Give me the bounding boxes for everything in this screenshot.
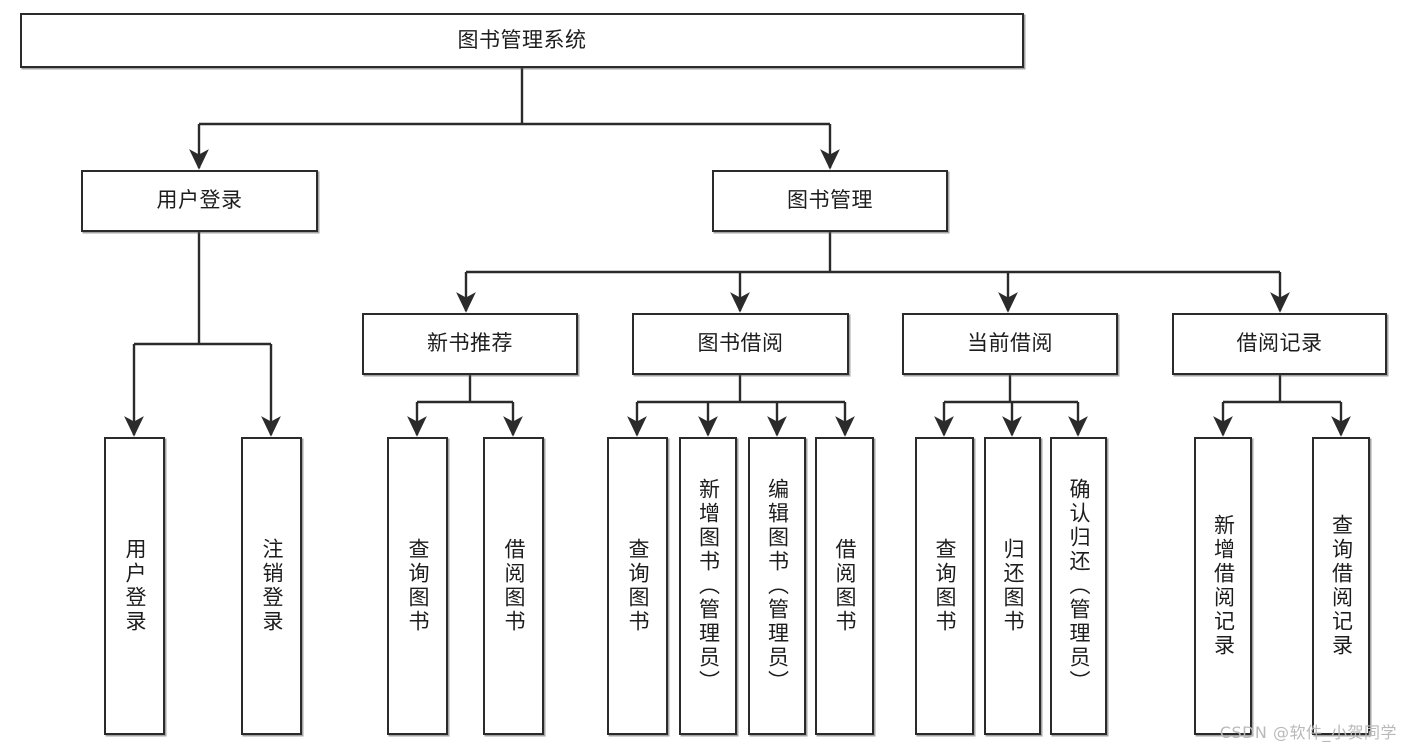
node-label: 新增借阅记录 — [1211, 514, 1236, 658]
node-label: 用户登录 — [156, 188, 243, 213]
node-label: 查询借阅记录 — [1329, 514, 1354, 658]
node-root-system[interactable]: 图书管理系统 — [20, 13, 1024, 68]
node-label: 借阅图书 — [502, 538, 526, 634]
csdn-watermark: CSDN @软件_小贺同学 — [1219, 723, 1397, 742]
node-label: 借阅图书 — [833, 538, 857, 634]
node-current-borrow[interactable]: 当前借阅 — [902, 313, 1118, 375]
node-label: 图书借阅 — [697, 331, 784, 356]
node-label: 查询图书 — [933, 538, 957, 634]
node-leaf-confirm-return-admin[interactable]: 确认归还（管理员） — [1050, 437, 1107, 735]
node-label: 新书推荐 — [427, 331, 513, 356]
node-leaf-add-borrow-record[interactable]: 新增借阅记录 — [1194, 437, 1252, 735]
node-book-manage[interactable]: 图书管理 — [712, 170, 948, 232]
node-leaf-logout-login[interactable]: 注销登录 — [241, 437, 302, 735]
node-label: 归还图书 — [1001, 538, 1025, 634]
node-label: 新增图书（管理员） — [696, 478, 721, 694]
node-new-book-recommend[interactable]: 新书推荐 — [362, 313, 578, 375]
node-label: 注销登录 — [260, 538, 284, 634]
node-label: 图书管理系统 — [457, 27, 587, 52]
node-leaf-return-book[interactable]: 归还图书 — [984, 437, 1041, 735]
node-leaf-borrow-book-rec[interactable]: 借阅图书 — [483, 437, 544, 735]
node-leaf-query-book-rec[interactable]: 查询图书 — [387, 437, 448, 735]
node-label: 查询图书 — [626, 538, 650, 634]
node-label: 编辑图书（管理员） — [765, 478, 790, 694]
node-label: 图书管理 — [787, 188, 873, 213]
node-leaf-query-book-borrow[interactable]: 查询图书 — [607, 437, 668, 735]
node-user-login[interactable]: 用户登录 — [81, 170, 318, 232]
node-leaf-edit-book-admin[interactable]: 编辑图书（管理员） — [748, 437, 806, 735]
node-leaf-borrow-book-borrow[interactable]: 借阅图书 — [815, 437, 874, 735]
node-book-borrow[interactable]: 图书借阅 — [632, 313, 849, 375]
node-label: 查询图书 — [406, 538, 430, 634]
node-leaf-user-login[interactable]: 用户登录 — [104, 437, 165, 735]
node-label: 借阅记录 — [1236, 331, 1323, 356]
node-label: 当前借阅 — [967, 331, 1053, 356]
node-leaf-add-book-admin[interactable]: 新增图书（管理员） — [679, 437, 737, 735]
node-label: 用户登录 — [123, 538, 147, 634]
node-leaf-query-borrow-record[interactable]: 查询借阅记录 — [1312, 437, 1370, 735]
node-leaf-query-book-current[interactable]: 查询图书 — [915, 437, 974, 735]
node-borrow-record[interactable]: 借阅记录 — [1172, 313, 1387, 375]
node-label: 确认归还（管理员） — [1067, 478, 1091, 694]
